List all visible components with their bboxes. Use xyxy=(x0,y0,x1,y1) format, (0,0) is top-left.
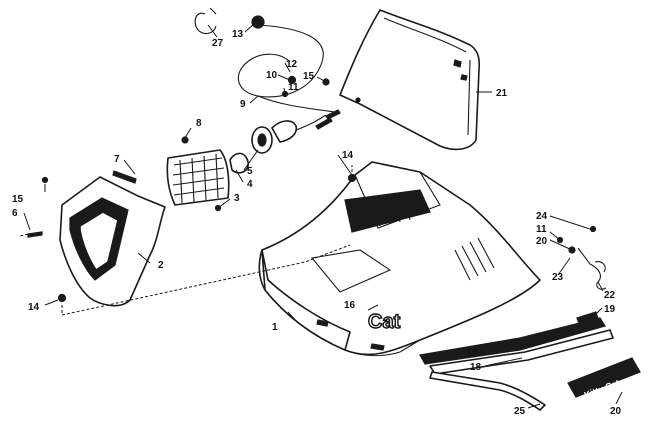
callout-19: 19 xyxy=(604,304,616,315)
callout-20-bottom: 20 xyxy=(610,406,622,417)
callouts: 27 13 12 10 11 15 9 8 7 15 6 2 3 4 5 14 … xyxy=(12,29,622,417)
callout-20-right: 20 xyxy=(536,236,548,247)
callout-2: 2 xyxy=(158,260,164,271)
wiring-harness xyxy=(237,24,341,130)
callout-11-top: 11 xyxy=(288,82,299,93)
hood: Cat xyxy=(258,161,541,357)
callout-4: 4 xyxy=(247,179,253,190)
callout-7: 7 xyxy=(114,154,120,165)
bottom-molding xyxy=(429,371,546,411)
callout-18: 18 xyxy=(470,362,482,373)
bulb-assembly xyxy=(229,114,327,174)
callout-12: 12 xyxy=(286,59,298,70)
callout-13: 13 xyxy=(232,29,244,40)
clip xyxy=(194,7,217,35)
callout-27: 27 xyxy=(212,38,224,49)
callout-24: 23 xyxy=(552,272,564,283)
callout-15-top: 15 xyxy=(303,71,315,82)
callout-21: 25 xyxy=(514,406,526,417)
headlight-lens xyxy=(166,149,230,206)
callout-15-left: 15 xyxy=(12,194,24,205)
callout-3: 3 xyxy=(234,193,240,204)
leader-lines xyxy=(23,21,623,409)
emblem: Kitty Cat xyxy=(567,357,641,400)
callout-23: 22 xyxy=(604,290,616,301)
decal-19 xyxy=(576,311,601,333)
callout-9: 9 xyxy=(240,99,246,110)
callout-16: 16 xyxy=(344,300,356,311)
callout-14-left: 14 xyxy=(28,302,40,313)
callout-22: 21 xyxy=(496,88,508,99)
callout-25: 24 xyxy=(536,211,548,222)
grommet xyxy=(251,15,265,29)
hood-logo: Cat xyxy=(368,311,401,333)
callout-5: 5 xyxy=(247,166,253,177)
hardware xyxy=(27,75,607,303)
callout-17: 17 xyxy=(466,348,478,359)
callout-1: 1 xyxy=(272,322,278,333)
callout-6: 6 xyxy=(12,208,18,219)
callout-10: 10 xyxy=(266,70,278,81)
headlight-housing xyxy=(59,176,166,307)
mounting-lines xyxy=(19,165,353,316)
windshield xyxy=(339,9,481,151)
callout-11-right: 11 xyxy=(536,224,547,235)
callout-8: 8 xyxy=(196,118,202,129)
callout-14-top: 14 xyxy=(342,150,354,161)
